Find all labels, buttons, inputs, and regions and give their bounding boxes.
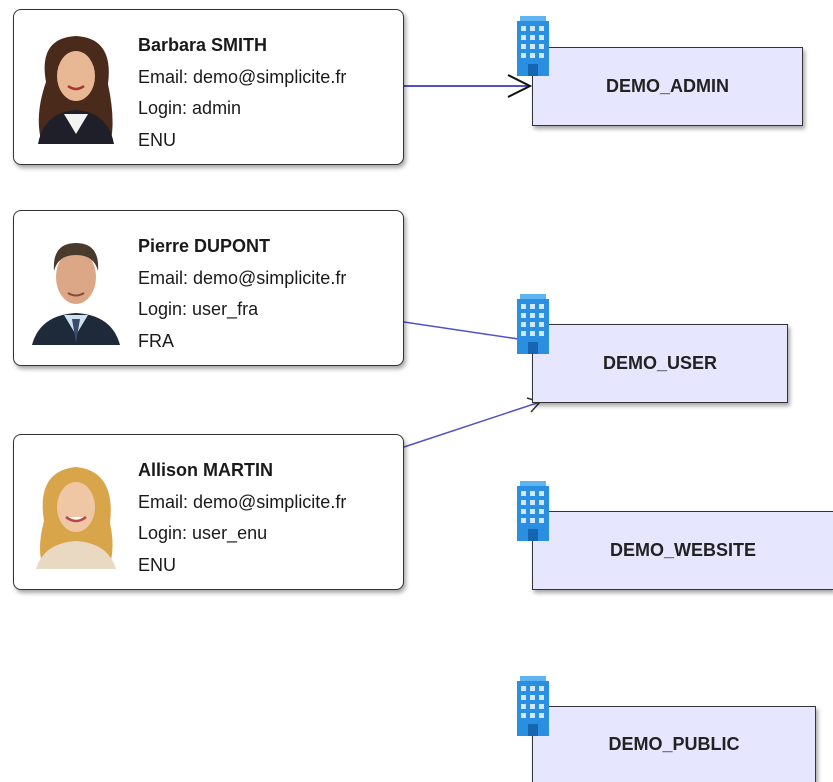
group-node-demo-website[interactable]: DEMO_WEBSITE — [532, 511, 833, 590]
user-card-barbara-smith[interactable]: Barbara SMITH Email: demo@simplicite.fr … — [13, 9, 404, 165]
group-label: DEMO_ADMIN — [605, 76, 729, 96]
edge-allison-user — [403, 401, 541, 448]
building-icon — [517, 676, 549, 736]
user-card-pierre-dupont[interactable]: Pierre DUPONT Email: demo@simplicite.fr … — [13, 210, 404, 366]
group-label: DEMO_USER — [602, 353, 718, 373]
user-language: ENU — [138, 129, 177, 150]
group-label: DEMO_WEBSITE — [609, 540, 756, 560]
group-label: DEMO_PUBLIC — [608, 734, 740, 754]
user-language: ENU — [138, 554, 177, 575]
user-email: Email: demo@simplicite.fr — [138, 491, 347, 512]
edge-arrowhead — [507, 74, 533, 98]
group-node-demo-admin[interactable]: DEMO_ADMIN — [532, 47, 803, 126]
group-node-demo-public[interactable]: DEMO_PUBLIC — [532, 706, 816, 782]
avatar — [30, 227, 122, 345]
user-name: Barbara SMITH — [138, 35, 268, 55]
building-icon — [517, 16, 549, 76]
user-card-allison-martin[interactable]: Allison MARTIN Email: demo@simplicite.fr… — [13, 434, 404, 590]
user-login: Login: user_fra — [138, 299, 259, 319]
building-icon — [517, 294, 549, 354]
user-login: Login: admin — [138, 98, 242, 118]
building-icon — [517, 481, 549, 541]
user-login: Login: user_enu — [138, 523, 268, 543]
user-email: Email: demo@simplicite.fr — [138, 66, 347, 87]
user-name: Pierre DUPONT — [138, 236, 271, 256]
avatar — [30, 26, 122, 144]
edge-pierre-user — [403, 321, 533, 342]
user-name: Allison MARTIN — [138, 460, 273, 480]
avatar — [30, 451, 122, 569]
group-node-demo-user[interactable]: DEMO_USER — [532, 324, 788, 403]
user-language: FRA — [138, 330, 174, 351]
user-email: Email: demo@simplicite.fr — [138, 267, 347, 288]
